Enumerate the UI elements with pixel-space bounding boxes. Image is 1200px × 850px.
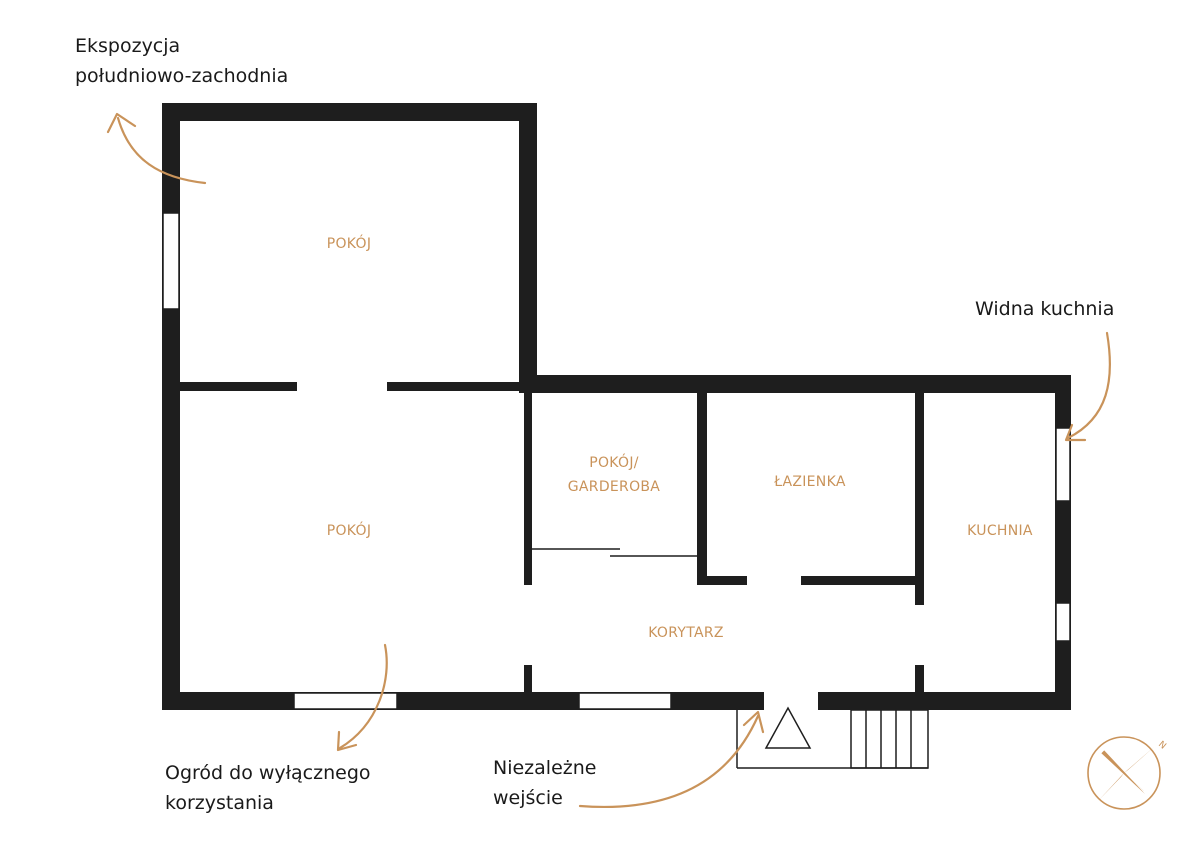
note-garden-2: korzystania (165, 792, 274, 814)
room-label-kuchnia: KUCHNIA (967, 523, 1033, 539)
note-kitchen: Widna kuchnia (975, 298, 1114, 320)
room-label-garderoba-2: GARDEROBA (568, 479, 661, 495)
room-label-lazienka: ŁAZIENKA (773, 474, 846, 490)
sliding-door (532, 548, 697, 557)
room-label-garderoba: POKÓJ/ (589, 453, 639, 471)
arrow-entrance (578, 710, 765, 808)
compass-icon: N (1087, 736, 1168, 810)
entrance-stairs (736, 706, 929, 769)
arrow-garden (336, 643, 388, 752)
room-label-pokoj-top: POKÓJ (327, 234, 372, 252)
note-entrance: Niezależne (493, 757, 596, 779)
walls (162, 103, 1071, 710)
windows (162, 212, 1071, 710)
note-entrance-2: wejście (493, 787, 563, 809)
room-label-pokoj-bottom: POKÓJ (327, 521, 372, 539)
arrow-exposure (106, 112, 207, 185)
arrow-kitchen (1064, 331, 1112, 442)
compass-north-label: N (1156, 740, 1168, 752)
room-label-korytarz: KORYTARZ (648, 625, 724, 641)
note-garden: Ogród do wyłącznego (165, 762, 371, 784)
note-exposure-2: południowo-zachodnia (75, 65, 288, 87)
entrance-arrow-icon (764, 706, 812, 749)
note-exposure: Ekspozycja (75, 35, 180, 57)
